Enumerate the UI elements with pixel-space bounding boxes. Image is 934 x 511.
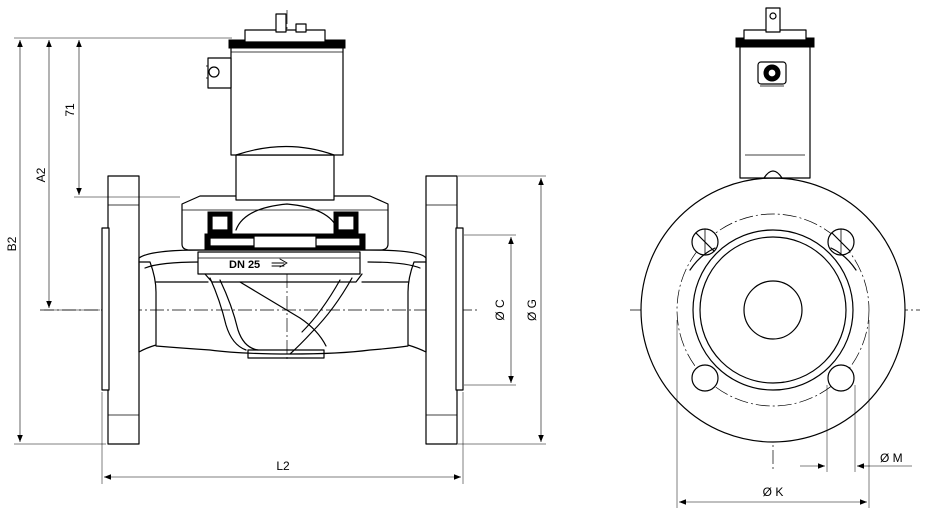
- dimension-label-71: 71: [63, 103, 77, 117]
- dimension-a2: A2: [34, 40, 100, 311]
- nominal-diameter-label: DN 25: [229, 259, 260, 271]
- dimension-label-g: Ø G: [525, 299, 539, 321]
- solenoid-coil: [206, 13, 346, 201]
- dimension-l2: L2: [101, 392, 464, 484]
- dimension-label-k: Ø K: [763, 485, 784, 499]
- valve-body: [138, 249, 427, 359]
- dimension-m: Ø M: [800, 385, 912, 472]
- dimension-c: Ø C: [464, 234, 516, 386]
- dimension-label-m: Ø M: [880, 451, 903, 465]
- dimension-label-c: Ø C: [493, 299, 507, 321]
- side-view: Ø M Ø K: [630, 7, 920, 508]
- flange-outer-circle: [640, 177, 906, 443]
- bore-circle: [743, 280, 803, 340]
- bolt-circle: [676, 213, 870, 407]
- bolt-holes: [691, 228, 855, 392]
- left-flange: [101, 175, 140, 445]
- dimension-g: Ø G: [458, 175, 546, 445]
- valve-cover: [181, 195, 389, 283]
- side-solenoid-coil: [735, 7, 815, 179]
- dimension-k: Ø K: [676, 320, 870, 508]
- raised-face-circle: [692, 229, 854, 391]
- arrow-right-icon: [271, 258, 288, 268]
- raised-face-inner: [699, 236, 847, 384]
- dimension-label-b2: B2: [5, 236, 19, 251]
- right-flange: [425, 175, 464, 445]
- front-view: DN 25 B2: [5, 10, 546, 484]
- dimension-label-l2: L2: [276, 459, 290, 473]
- dimension-71: 71: [63, 40, 180, 198]
- dimension-label-a2: A2: [34, 167, 48, 182]
- dimension-b2: B2: [5, 37, 232, 445]
